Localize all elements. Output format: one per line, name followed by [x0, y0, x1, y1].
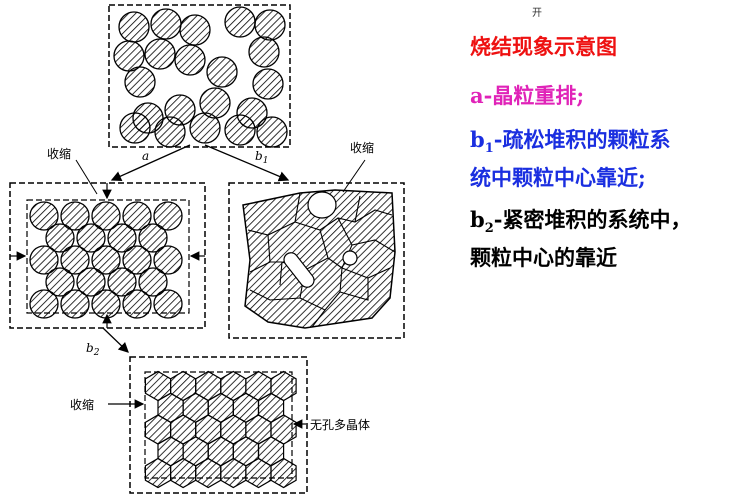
- packed-grain: [153, 289, 183, 319]
- packed-grain: [45, 267, 75, 297]
- packed-grain: [91, 245, 121, 275]
- packed-grain: [153, 201, 183, 231]
- item-b2-sub: 2: [484, 221, 494, 237]
- item-b1-line1: -疏松堆积的颗粒系: [493, 127, 671, 152]
- result-label: 无孔多晶体: [310, 418, 370, 432]
- loose-grain: [252, 68, 284, 100]
- item-a-text: -晶粒重排;: [483, 83, 585, 108]
- arrow-b1: b1: [204, 144, 290, 182]
- item-b2: b2-紧密堆积的系统中， 颗粒中心的靠近: [470, 205, 691, 272]
- packed-grain: [60, 201, 90, 231]
- packed-grain: [91, 289, 121, 319]
- item-a: a-晶粒重排;: [470, 81, 584, 110]
- packed-grain: [76, 267, 106, 297]
- shrink-label-bottom: 收缩: [70, 397, 94, 412]
- packed-grain: [45, 223, 75, 253]
- loose-grain: [119, 112, 151, 144]
- loose-grain: [124, 66, 156, 98]
- page-title: 烧结现象示意图: [470, 34, 617, 59]
- top-mark: 开: [532, 8, 542, 19]
- loose-grain: [144, 38, 176, 70]
- sintering-diagram: a b1 收缩: [9, 4, 405, 494]
- item-b2-line2: 颗粒中心的靠近: [470, 245, 617, 271]
- packed-grain: [138, 223, 168, 253]
- packed-grain: [107, 267, 137, 297]
- item-b1-sub: 1: [484, 141, 494, 157]
- item-b1: b1-疏松堆积的颗粒系统中颗粒中心靠近;: [470, 125, 670, 192]
- shrink-label-right: 收缩: [350, 140, 374, 155]
- loose-grain: [224, 114, 256, 146]
- arrow-b1-label: b1: [255, 149, 268, 166]
- loose-grain: [206, 56, 238, 88]
- loose-grain: [254, 9, 286, 41]
- packed-grain: [138, 267, 168, 297]
- packed-grain: [107, 223, 137, 253]
- loose-grain: [179, 14, 211, 46]
- arrow-b2: b2: [86, 327, 129, 358]
- packed-grain: [122, 289, 152, 319]
- shrink-label-left: 收缩: [47, 146, 71, 161]
- loose-grain: [224, 6, 256, 38]
- item-b1-line2: 统中颗粒中心靠近;: [470, 165, 646, 191]
- dense-polycrystal-panel: [108, 356, 308, 494]
- item-b2-prefix: b: [470, 207, 485, 232]
- item-b1-prefix: b: [470, 127, 485, 152]
- loose-grain: [154, 116, 186, 148]
- arrow-a: a: [110, 144, 191, 182]
- loose-grain: [118, 11, 150, 43]
- packed-grain: [76, 223, 106, 253]
- item-a-prefix: a: [470, 83, 484, 108]
- loose-grain: [256, 116, 288, 148]
- loose-grain: [189, 112, 221, 144]
- rearranged-panel: [9, 159, 206, 329]
- hex-grain: [270, 457, 297, 489]
- arrow-b2-label: b2: [86, 341, 100, 358]
- packed-grain: [91, 201, 121, 231]
- packed-grain: [29, 201, 59, 231]
- packed-grain: [60, 289, 90, 319]
- packed-grain: [29, 245, 59, 275]
- loose-grain: [150, 8, 182, 40]
- packed-grain: [122, 201, 152, 231]
- item-b2-line1: -紧密堆积的系统中，: [493, 207, 692, 232]
- packed-grain: [29, 289, 59, 319]
- packed-grain: [122, 245, 152, 275]
- loose-grain: [174, 44, 206, 76]
- loose-packing-panel: [108, 4, 291, 148]
- packed-grain: [153, 245, 183, 275]
- loose-grain: [248, 36, 280, 68]
- arrow-a-label: a: [142, 149, 149, 163]
- packed-grain: [60, 245, 90, 275]
- loose-densified-panel: [228, 159, 405, 339]
